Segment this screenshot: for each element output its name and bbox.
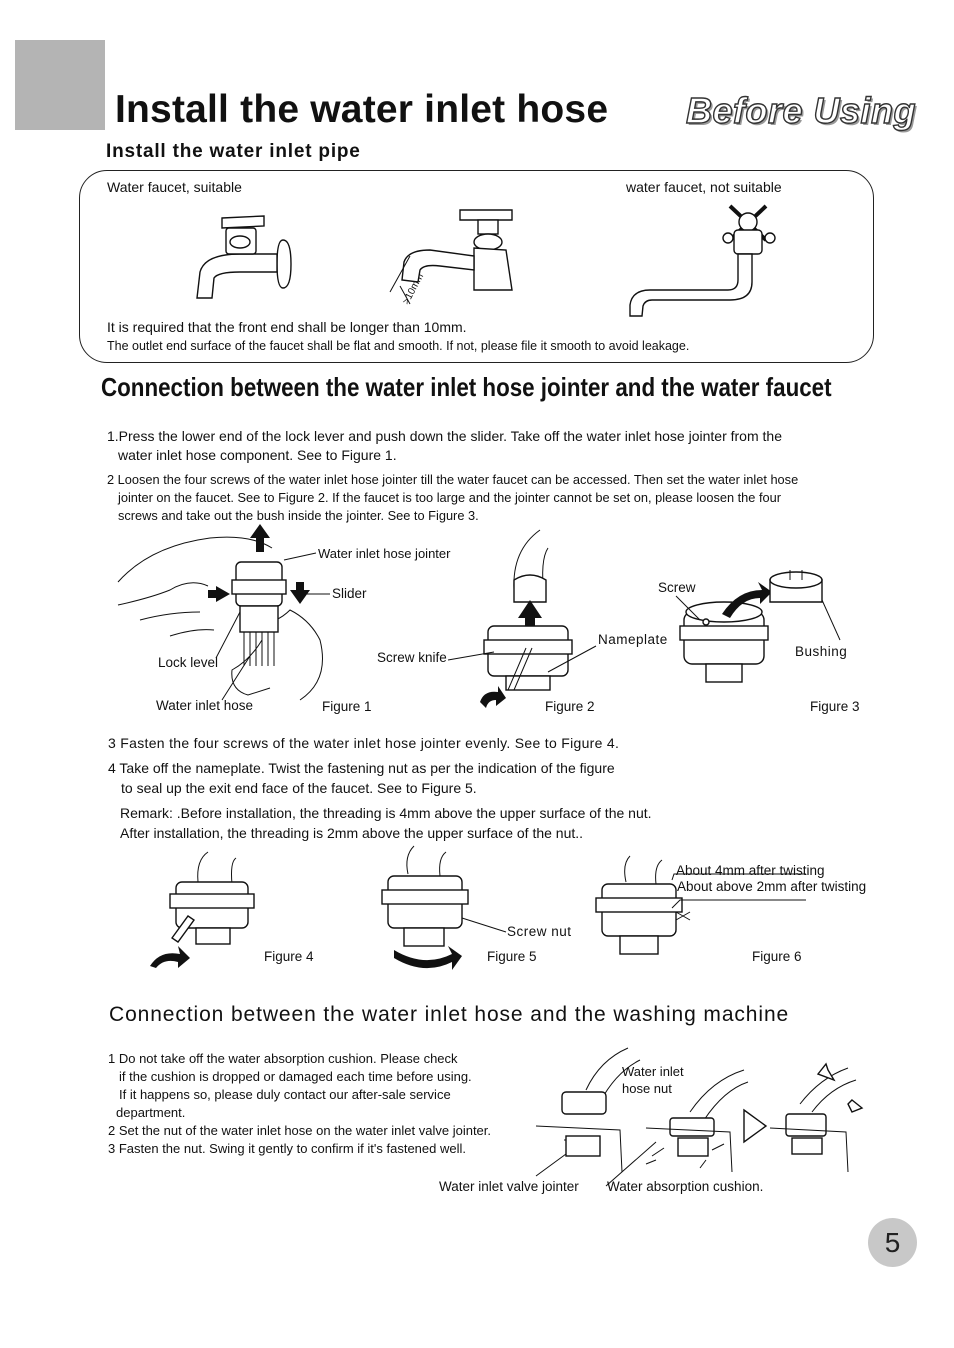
faucet-suitable-2-illustration xyxy=(389,209,513,305)
pipe-note-1: It is required that the front end shall … xyxy=(107,319,467,335)
machine-step-2: 2 Set the nut of the water inlet hose on… xyxy=(108,1123,492,1138)
label-screw-knife: Screw knife xyxy=(377,650,447,665)
label-nameplate: Nameplate xyxy=(598,632,668,647)
figure-3-caption: Figure 3 xyxy=(810,699,860,714)
label-lock-level: Lock level xyxy=(158,655,219,670)
label-hose-jointer: Water inlet hose jointer xyxy=(318,546,451,561)
figure-2-illustration xyxy=(447,529,597,708)
label-water-inlet-hose: Water inlet hose xyxy=(156,698,254,713)
machine-step-1-line-1: 1 Do not take off the water absorption c… xyxy=(108,1051,458,1066)
page-number: 5 xyxy=(868,1218,917,1267)
label-slider: Slider xyxy=(332,586,367,601)
faucet-step-1-line-2: water inlet hose component. See to Figur… xyxy=(118,447,397,463)
faucet-step-2-line-3: screws and take out the bush inside the … xyxy=(118,508,479,523)
label-valve-jointer: Water inlet valve jointer xyxy=(439,1179,579,1194)
figure-6-illustration xyxy=(595,855,806,955)
remark-line-1: Remark: .Before installation, the thread… xyxy=(120,805,652,821)
faucet-step-2-line-2: jointer on the faucet. See to Figure 2. … xyxy=(118,490,782,505)
machine-step-3: 3 Fasten the nut. Swing it gently to con… xyxy=(108,1141,466,1156)
pipe-section-heading: Install the water inlet pipe xyxy=(106,141,361,162)
label-screw: Screw xyxy=(658,580,696,595)
header-gray-block xyxy=(15,40,105,130)
label-about-2mm: About above 2mm after twisting xyxy=(677,879,867,894)
pipe-note-2: The outlet end surface of the faucet sha… xyxy=(107,339,690,353)
remark-line-2: After installation, the threading is 2mm… xyxy=(120,825,584,841)
figure-4-illustration xyxy=(150,851,255,968)
figure-3-illustration xyxy=(675,570,841,683)
label-screw-nut: Screw nut xyxy=(507,924,572,939)
machine-section-heading: Connection between the water inlet hose … xyxy=(109,1003,790,1026)
faucet-step-2-line-1: 2 Loosen the four screws of the water in… xyxy=(107,472,799,487)
figure-5-caption: Figure 5 xyxy=(487,949,537,964)
figure-2-caption: Figure 2 xyxy=(545,699,595,714)
figure-5-illustration xyxy=(381,845,507,970)
label-about-4mm: About 4mm after twisting xyxy=(676,863,825,878)
machine-step-1-line-2: if the cushion is dropped or damaged eac… xyxy=(119,1069,472,1084)
not-suitable-label: water faucet, not suitable xyxy=(626,179,782,195)
label-cushion: Water absorption cushion. xyxy=(607,1179,764,1194)
suitable-label: Water faucet, suitable xyxy=(107,179,242,195)
figure-1-illustration xyxy=(117,524,330,701)
label-bushing: Bushing xyxy=(795,644,848,659)
faucet-suitable-1-illustration xyxy=(196,215,292,299)
faucet-step-4-line-2: to seal up the exit end face of the fauc… xyxy=(121,780,477,796)
faucet-step-4-line-1: 4 Take off the nameplate. Twist the fast… xyxy=(108,760,615,776)
figure-6-caption: Figure 6 xyxy=(752,949,802,964)
figure-1-caption: Figure 1 xyxy=(322,699,372,714)
machine-connection-illustration xyxy=(535,1047,864,1187)
faucet-step-3: 3 Fasten the four screws of the water in… xyxy=(108,735,620,751)
page-title: Install the water inlet hose xyxy=(115,88,609,131)
section-tag: Before Using xyxy=(685,89,917,131)
faucet-step-1-line-1: 1.Press the lower end of the lock lever … xyxy=(107,428,782,444)
faucet-not-suitable-illustration xyxy=(629,204,776,317)
faucet-section-heading: Connection between the water inlet hose … xyxy=(101,372,832,402)
machine-step-1-line-4: department. xyxy=(116,1105,186,1120)
figure-4-caption: Figure 4 xyxy=(264,949,314,964)
machine-step-1-line-3: If it happens so, please duly contact ou… xyxy=(119,1087,451,1102)
label-hose-nut-2: hose nut xyxy=(622,1081,672,1096)
label-hose-nut-1: Water inlet xyxy=(622,1064,684,1079)
